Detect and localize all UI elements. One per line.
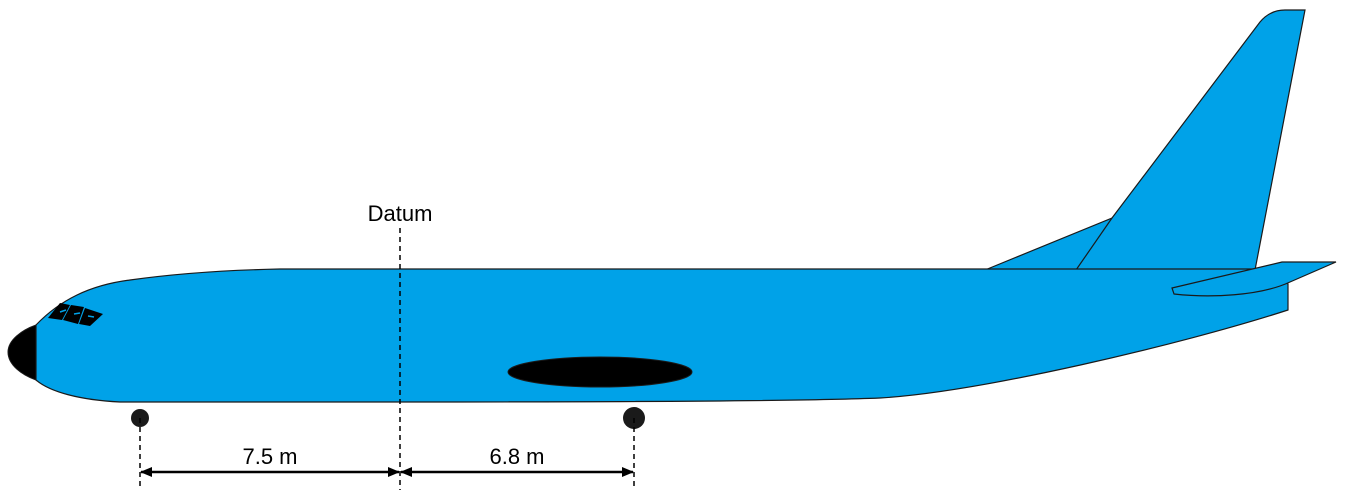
datum-label: Datum (368, 201, 433, 226)
cockpit-windows (48, 303, 103, 326)
fuselage (35, 268, 1289, 403)
wing-root (507, 356, 693, 388)
dorsal-fin-line (1075, 217, 1113, 271)
main-gear-distance-label: 6.8 m (489, 444, 544, 469)
nose-gear-distance-label: 7.5 m (242, 444, 297, 469)
vertical-stabilizer (984, 9, 1306, 271)
horizontal-stabilizer (1171, 261, 1337, 297)
nose-radome (7, 324, 37, 381)
